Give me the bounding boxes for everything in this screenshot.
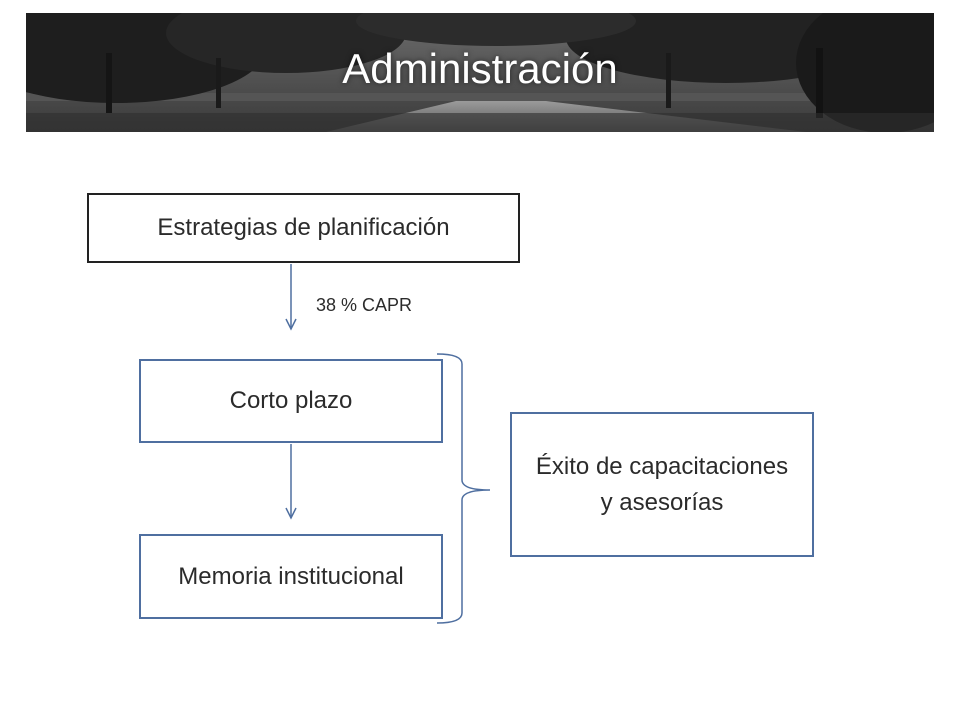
memoria-institucional-node: Memoria institucional [139,534,443,619]
exito-node-label: Éxito de capacitaciones y asesorías [535,452,789,516]
exito-node: Éxito de capacitaciones y asesorías [510,412,814,557]
corto-plazo-node-label: Corto plazo [229,387,353,414]
strategy-node: Estrategias de planificación [87,193,520,263]
corto-plazo-node: Corto plazo [139,359,443,443]
forest-road-photo [26,13,934,132]
slide-title: Administración [342,45,618,92]
memoria-institucional-node-label: Memoria institucional [178,562,404,590]
strategy-node-label: Estrategias de planificación [157,214,450,241]
arrowhead-corto-to-memoria [285,507,297,520]
grouping-bracket [436,353,491,624]
title-banner: Administración [26,13,934,132]
arrowhead-strategy-to-corto [285,318,297,331]
edge-label-capr: 38 % CAPR [316,295,413,315]
